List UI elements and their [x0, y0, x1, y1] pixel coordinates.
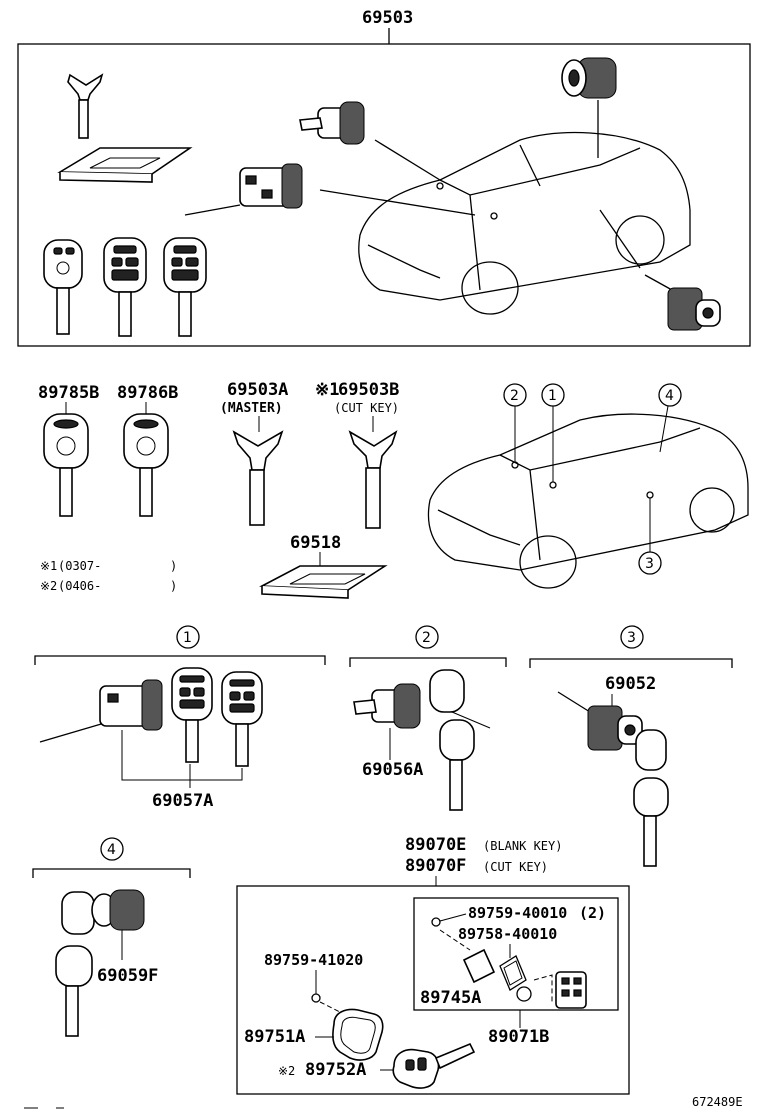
part-89785b[interactable]: 89785B [38, 383, 99, 403]
part-89759-41020[interactable]: 89759-41020 [264, 951, 363, 969]
part-69503b-note: (CUT KEY) [334, 401, 399, 415]
remote-key-icon [43, 413, 89, 517]
group-3: 3 69052 [529, 625, 733, 867]
part-69503b-mark: ※1 [315, 380, 339, 400]
key-blank-icon [67, 73, 104, 139]
transmitter-board-icon [555, 971, 587, 1009]
note-1-close: ) [170, 559, 177, 573]
door-cylinder-icon [353, 683, 421, 729]
gasket-icon [499, 944, 527, 991]
group-2-number: 2 [422, 630, 431, 646]
svg-text:1: 1 [548, 388, 557, 404]
part-69059f[interactable]: 69059F [97, 966, 158, 986]
part-89070f-note: (CUT KEY) [483, 860, 548, 874]
note-2-mark: ※2 [40, 579, 57, 593]
rear-switch-icon [644, 274, 721, 331]
remote-key-icon [103, 237, 147, 337]
car-icon [427, 413, 749, 589]
diagram-id: 672489E [692, 1095, 743, 1109]
battery-icon [516, 986, 532, 1002]
callout-2: 2 [503, 383, 527, 469]
rear-switch-icon [557, 691, 643, 751]
part-69503a-note: (MASTER) [220, 401, 283, 416]
transmitter-set: 89070E (BLANK KEY) 89070F (CUT KEY) 8975… [236, 835, 630, 1095]
callout-4: 4 [658, 383, 682, 453]
part-89071b[interactable]: 89071B [488, 1027, 549, 1047]
part-89786b[interactable]: 89786B [117, 383, 178, 403]
callout-1: 1 [541, 383, 565, 489]
note-2-close: ) [170, 579, 177, 593]
group-2: 2 69056A [349, 625, 507, 811]
part-89752a[interactable]: 89752A [305, 1060, 366, 1080]
remote-key-icon [221, 671, 263, 767]
note-1-mark: ※1 [40, 559, 57, 573]
svg-text:4: 4 [665, 388, 674, 404]
part-89070e[interactable]: 89070E [405, 835, 466, 855]
group-1-number: 1 [183, 630, 192, 646]
part-69503a[interactable]: 69503A [227, 380, 288, 400]
note-1-text: (0307- [58, 559, 101, 573]
assembly-label[interactable]: 69503 [362, 8, 413, 28]
key-icon [55, 891, 95, 1037]
part-89758-40010[interactable]: 89758-40010 [458, 925, 557, 943]
door-cylinder-icon [299, 101, 365, 145]
group-4: 4 69059F [32, 837, 191, 1037]
callout-3: 3 [638, 491, 662, 575]
remote-key-icon [163, 237, 207, 337]
svg-text:3: 3 [645, 556, 654, 572]
glove-cylinder-icon [91, 889, 145, 931]
key-case-icon [332, 1008, 384, 1061]
part-89751a[interactable]: 89751A [244, 1027, 305, 1047]
part-89759-40010[interactable]: 89759-40010 [468, 904, 567, 922]
screw-icon [431, 917, 441, 927]
part-69503b[interactable]: 69503B [338, 380, 399, 400]
key-icon [633, 729, 669, 867]
note-2-text: (0406- [58, 579, 101, 593]
key-icon [429, 669, 491, 811]
battery-cover-icon [462, 948, 496, 984]
part-69057a[interactable]: 69057A [152, 791, 213, 811]
part-89745a[interactable]: 89745A [420, 988, 481, 1008]
ignition-cylinder-icon [39, 679, 163, 743]
key-plate-icon [259, 565, 388, 599]
part-89070e-note: (BLANK KEY) [483, 839, 562, 853]
arrow-pointer [599, 209, 641, 269]
part-89070f[interactable]: 89070F [405, 856, 466, 876]
ignition-cylinder-icon [184, 163, 303, 216]
remote-key-icon [171, 667, 213, 763]
key-plate-icon [57, 147, 193, 183]
arrow-pointer [374, 139, 441, 181]
remote-key-icon [43, 239, 83, 335]
key-section: 89785B 89786B 69503A (MASTER) ※1 69503B … [38, 380, 749, 599]
assembly-69503: 69503 [17, 8, 751, 347]
part-89752a-mark: ※2 [278, 1064, 295, 1078]
part-69052[interactable]: 69052 [605, 674, 656, 694]
group-4-number: 4 [107, 842, 116, 858]
group-1: 1 69057A [34, 625, 326, 811]
trunk-cylinder-icon [561, 57, 617, 99]
part-89759-40010-qty: (2) [579, 904, 606, 922]
screw-icon [311, 993, 321, 1003]
transmitter-key-icon [392, 1042, 476, 1089]
remote-key-icon [123, 413, 169, 517]
car-icon [358, 131, 691, 315]
cut-key-icon [348, 430, 398, 529]
part-69518[interactable]: 69518 [290, 533, 341, 553]
svg-text:2: 2 [510, 388, 519, 404]
group-3-number: 3 [627, 630, 636, 646]
part-69056a[interactable]: 69056A [362, 760, 423, 780]
arrow-pointer [319, 189, 476, 216]
master-key-icon [232, 430, 284, 526]
